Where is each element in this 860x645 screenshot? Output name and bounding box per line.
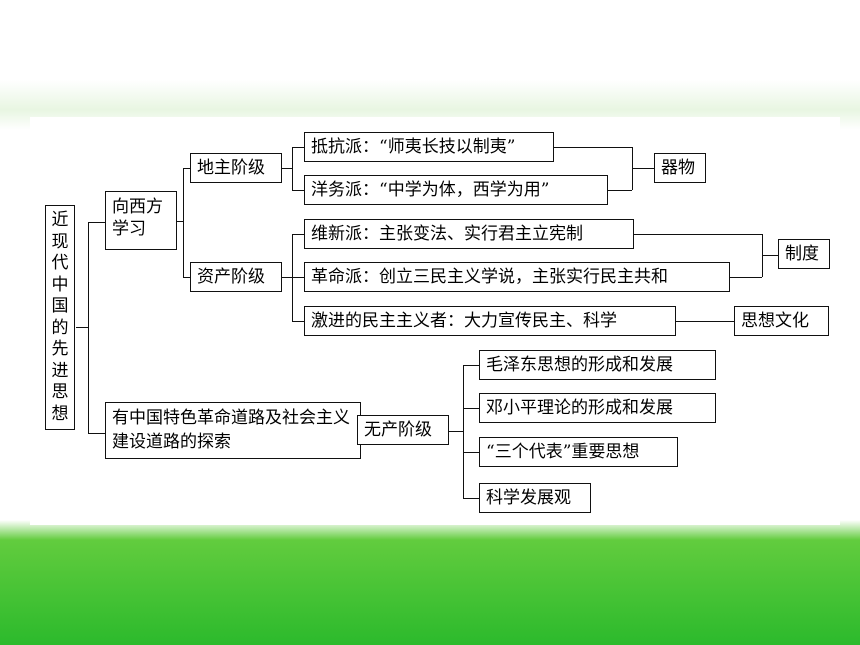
school-westernization: 洋务派：“中学为体，西学为用” xyxy=(304,175,608,205)
school-westernization-label: 洋务派：“中学为体，西学为用” xyxy=(311,180,550,200)
outcome-objects: 器物 xyxy=(654,153,706,183)
connector xyxy=(183,168,184,277)
branch-chinese-path: 有中国特色革命道路及社会主义建设道路的探索 xyxy=(105,402,361,459)
connector xyxy=(292,321,304,322)
connector xyxy=(183,277,190,278)
connector xyxy=(762,255,778,256)
connector xyxy=(463,452,479,453)
branch-chinese-path-label: 有中国特色革命道路及社会主义建设道路的探索 xyxy=(112,408,350,452)
theory-deng-label: 邓小平理论的形成和发展 xyxy=(486,398,673,418)
connector xyxy=(292,190,304,191)
connector xyxy=(463,365,479,366)
theory-three-represents-label: “三个代表”重要思想 xyxy=(486,442,640,462)
connector xyxy=(292,234,304,235)
class-bourgeoisie: 资产阶级 xyxy=(190,262,282,292)
connector xyxy=(183,168,190,169)
connector xyxy=(676,321,734,322)
theory-deng: 邓小平理论的形成和发展 xyxy=(479,393,716,423)
class-proletariat: 无产阶级 xyxy=(357,415,449,445)
class-bourgeoisie-label: 资产阶级 xyxy=(197,267,265,287)
outcome-objects-label: 器物 xyxy=(661,158,695,178)
connector xyxy=(449,431,463,432)
theory-mao-label: 毛泽东思想的形成和发展 xyxy=(486,355,673,375)
connector xyxy=(282,168,292,169)
connector xyxy=(88,433,105,434)
connector xyxy=(292,277,304,278)
class-landlord: 地主阶级 xyxy=(190,153,282,183)
school-resistance: 抵抗派：“师夷长技以制夷” xyxy=(304,132,554,162)
connector xyxy=(608,190,632,191)
root-node: 近现代中国的先进思想 xyxy=(45,205,75,430)
connector xyxy=(634,234,762,235)
theory-three-represents: “三个代表”重要思想 xyxy=(479,437,678,467)
class-landlord-label: 地主阶级 xyxy=(197,158,265,178)
outcome-institution: 制度 xyxy=(778,239,830,269)
root-label: 近现代中国的先进思想 xyxy=(51,210,69,424)
class-proletariat-label: 无产阶级 xyxy=(364,420,432,440)
school-reform: 维新派：主张变法、实行君主立宪制 xyxy=(304,219,634,249)
theory-mao: 毛泽东思想的形成和发展 xyxy=(479,350,716,380)
connector xyxy=(88,222,89,433)
school-resistance-label: 抵抗派：“师夷长技以制夷” xyxy=(311,137,516,157)
connector xyxy=(730,277,762,278)
outcome-ideology-label: 思想文化 xyxy=(741,311,809,331)
branch-west-learning: 向西方学习 xyxy=(105,191,177,250)
connector xyxy=(632,168,654,169)
school-radical-label: 激进的民主主义者：大力宣传民主、科学 xyxy=(311,311,617,331)
theory-scientific-development-label: 科学发展观 xyxy=(486,488,571,508)
school-revolution-label: 革命派：创立三民主义学说，主张实行民主共和 xyxy=(311,267,668,287)
connector xyxy=(463,408,479,409)
connector xyxy=(177,221,183,222)
branch-west-learning-label: 向西方学习 xyxy=(112,197,163,239)
outcome-institution-label: 制度 xyxy=(785,244,819,264)
connector xyxy=(463,365,464,498)
connector xyxy=(554,147,632,148)
connector xyxy=(76,327,88,328)
school-reform-label: 维新派：主张变法、实行君主立宪制 xyxy=(311,224,583,244)
connector xyxy=(463,498,479,499)
school-radical: 激进的民主主义者：大力宣传民主、科学 xyxy=(304,306,676,336)
outcome-ideology: 思想文化 xyxy=(734,306,829,336)
mind-map: 近现代中国的先进思想 向西方学习 地主阶级 资产阶级 抵抗派：“师夷长技以制夷”… xyxy=(30,117,840,525)
connector xyxy=(292,147,304,148)
connector xyxy=(292,147,293,190)
connector xyxy=(88,222,105,223)
school-revolution: 革命派：创立三民主义学说，主张实行民主共和 xyxy=(304,262,730,292)
theory-scientific-development: 科学发展观 xyxy=(479,483,591,513)
connector xyxy=(282,277,292,278)
